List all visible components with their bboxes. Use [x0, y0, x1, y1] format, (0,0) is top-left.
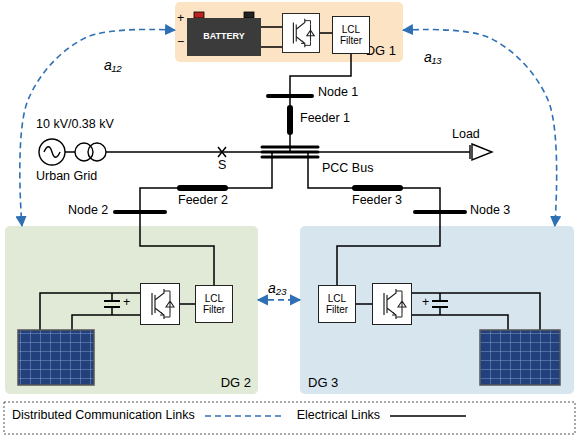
load-label: Load: [452, 128, 480, 142]
link-weight-label: a₁₃: [424, 50, 442, 65]
communication-link: [403, 30, 557, 226]
legend-frame: [4, 402, 575, 434]
lcl-filter-box: LCL Filter: [332, 16, 370, 54]
legend-line-sample: [203, 411, 283, 421]
legend-text: Electrical Links: [297, 409, 380, 423]
feeder-label: Feeder 3: [352, 194, 402, 208]
dg-unit-box: DG 2 LCL Filter: [5, 226, 258, 394]
dg-fill: [175, 2, 403, 62]
electrical-wires: [40, 27, 540, 330]
node-label: DG 3: [308, 376, 338, 390]
dg-fill: [300, 226, 574, 394]
voltage-rating: 10 kV/0.38 kV: [36, 118, 114, 132]
load-symbol: [470, 144, 492, 160]
bus-bar: [115, 96, 465, 212]
node-label: LCL Filter: [335, 24, 367, 46]
feeder-label: Feeder 2: [178, 194, 228, 208]
switch-label: S: [218, 159, 226, 173]
node-label: LCL Filter: [198, 293, 230, 315]
dg-fill: [5, 226, 258, 394]
pv-panel: [18, 330, 560, 385]
lcl-filter-box: LCL Filter: [195, 285, 233, 323]
node-label: LCL Filter: [321, 293, 353, 315]
grid-source: [39, 139, 106, 165]
legend: Distributed Communication Links Electrica…: [12, 409, 468, 423]
polarity-sign: +: [422, 296, 429, 310]
polarity-sign: −: [177, 36, 184, 50]
lcl-filter-box: LCL Filter: [318, 285, 356, 323]
dg-unit-box: DG 3 LCL Filter: [300, 226, 574, 394]
node-label: Node 2: [68, 204, 108, 218]
link-weight-label: a₁₂: [104, 58, 122, 73]
node-label: DG 1: [366, 44, 396, 58]
communication-link: [258, 299, 300, 301]
legend-item: Distributed Communication Links: [12, 409, 283, 423]
dg-fill: [5, 2, 574, 394]
source-label: Urban Grid: [36, 170, 97, 184]
polarity-sign: +: [123, 296, 130, 310]
dg-unit-box: DG 1 BATTERY LCL Filter: [175, 2, 403, 62]
polarity-sign: +: [177, 12, 184, 26]
node-label: Node 1: [318, 86, 358, 100]
communication-link: [20, 29, 175, 226]
link-weight-label: a₂₃: [268, 281, 287, 296]
node-label: DG 2: [221, 376, 251, 390]
node-label: Node 3: [470, 204, 510, 218]
legend-text: Distributed Communication Links: [12, 409, 195, 423]
battery-box: BATTERY: [187, 18, 261, 56]
converter-symbol: [141, 14, 412, 325]
legend-line-sample: [388, 411, 468, 421]
feeder-label: Feeder 1: [300, 112, 350, 126]
bus-label: PCC Bus: [322, 162, 373, 176]
node-label: BATTERY: [203, 32, 245, 42]
legend-item: Electrical Links: [297, 409, 468, 423]
